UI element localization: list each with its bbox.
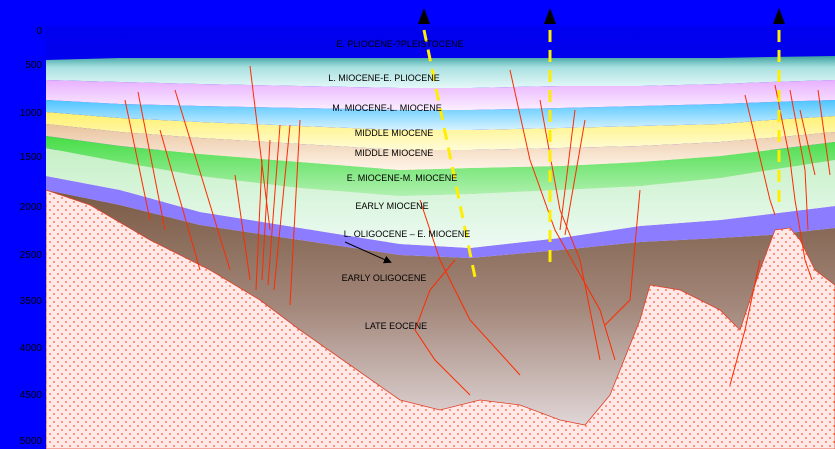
label-l-oligocene-e-miocene: L. OLIGOCENE – E. MIOCENE (344, 229, 471, 239)
well-3-arrow-icon (773, 8, 785, 24)
well-1-arrow-icon (418, 8, 430, 24)
layer-e-pliocene-pleistocene (46, 56, 835, 88)
depth-tick: 1000 (19, 108, 42, 119)
depth-tick: 4500 (19, 390, 42, 401)
layer-l-miocene-e-pliocene (46, 80, 835, 110)
depth-tick: 3500 (19, 296, 42, 307)
depth-tick: 1500 (19, 152, 42, 163)
layer-middle-miocene-lower (46, 124, 835, 170)
layer-e-miocene-m-miocene (46, 136, 835, 196)
depth-tick: 4000 (19, 343, 42, 354)
label-middle-miocene-upper: MIDDLE MIOCENE (355, 128, 434, 138)
depth-tick: 500 (25, 60, 42, 71)
label-pointer-arrow (344, 241, 392, 264)
basement-surface (45, 189, 835, 449)
label-e-pliocene-pleistocene: E. PLIOCENE-?PLEISTOCENE (336, 39, 463, 49)
label-l-miocene-e-pliocene: L. MIOCENE-E. PLIOCENE (328, 73, 440, 83)
label-middle-miocene-lower: MIDDLE MIOCENE (355, 148, 434, 158)
label-early-oligocene: EARLY OLIGOCENE (342, 273, 427, 283)
label-early-miocene: EARLY MIOCENE (355, 201, 428, 211)
depth-tick: 2000 (19, 202, 42, 213)
depth-tick: 0 (36, 26, 42, 37)
layer-middle-miocene-upper (46, 112, 835, 150)
well-1 (422, 29, 478, 283)
layer-early-miocene (46, 148, 835, 248)
layer-l-oligocene-e-miocene (46, 176, 835, 258)
depth-tick: 5000 (19, 436, 42, 447)
label-m-miocene-l-miocene: M. MIOCENE-L. MIOCENE (332, 103, 442, 113)
depth-axis: 0 500 1000 1500 2000 2500 3500 4000 4500… (0, 0, 46, 449)
well-2-arrow-icon (544, 8, 556, 24)
label-e-miocene-m-miocene: E. MIOCENE-M. MIOCENE (347, 173, 458, 183)
label-late-eocene: LATE EOCENE (365, 321, 427, 331)
wells (418, 8, 785, 283)
depth-tick: 2500 (19, 250, 42, 261)
